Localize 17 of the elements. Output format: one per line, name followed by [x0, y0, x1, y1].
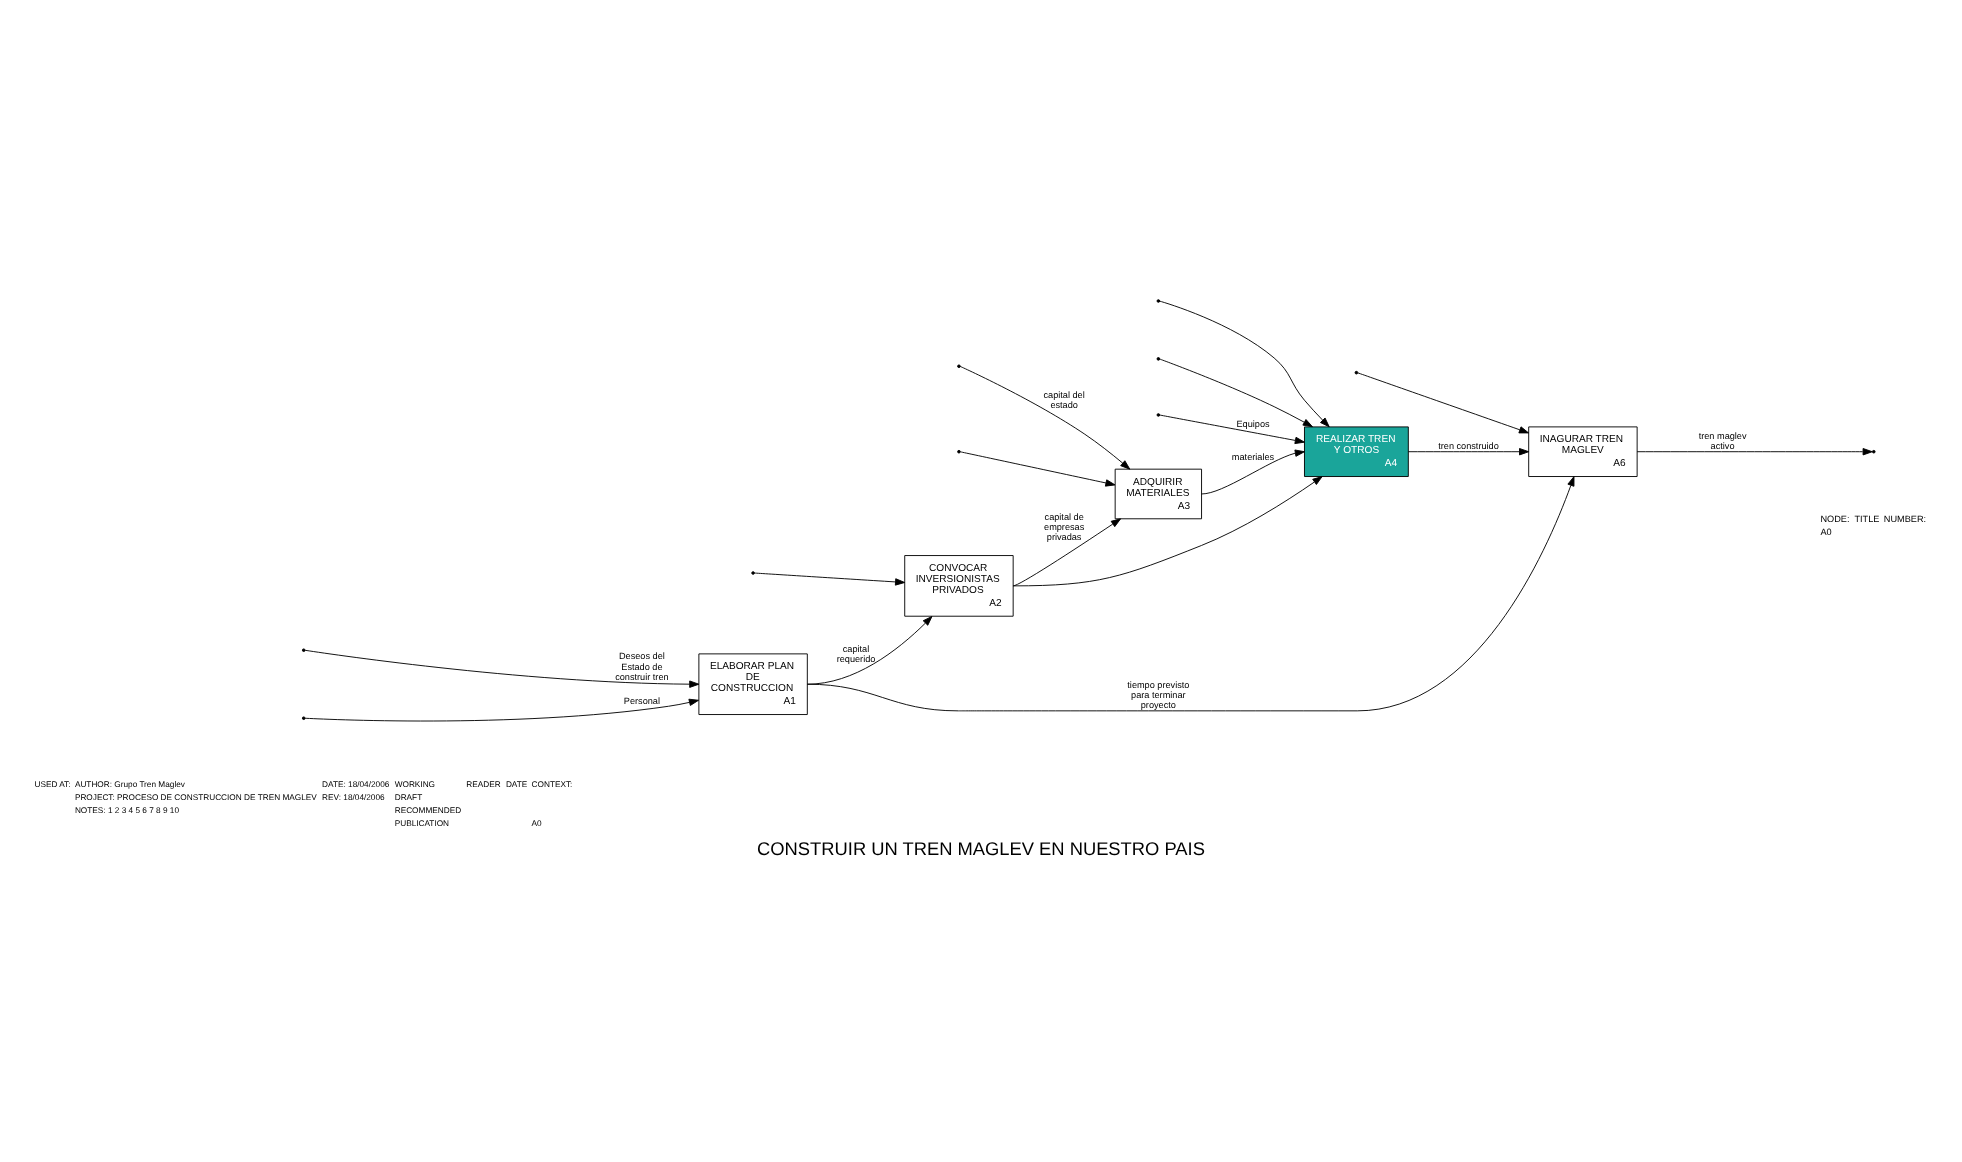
arrow: [959, 365, 1131, 469]
arrow: [806, 475, 1575, 711]
arrow: [1159, 357, 1313, 427]
arrow: [1012, 517, 1122, 586]
arrow: [1201, 448, 1305, 494]
arrow: [1407, 447, 1530, 455]
arrow: [1159, 299, 1330, 427]
arrow: [304, 697, 700, 721]
arrow: [754, 571, 906, 585]
arrow: [1012, 475, 1323, 586]
arrow: [1636, 447, 1873, 455]
arrow: [304, 648, 700, 687]
arrow: [1159, 413, 1305, 444]
arrow: [959, 450, 1116, 486]
arrow: [1357, 371, 1530, 433]
arrow: [806, 615, 933, 684]
diagram-title: CONSTRUIR UN TREN MAGLEV EN NUESTRO PAIS: [757, 838, 1205, 859]
